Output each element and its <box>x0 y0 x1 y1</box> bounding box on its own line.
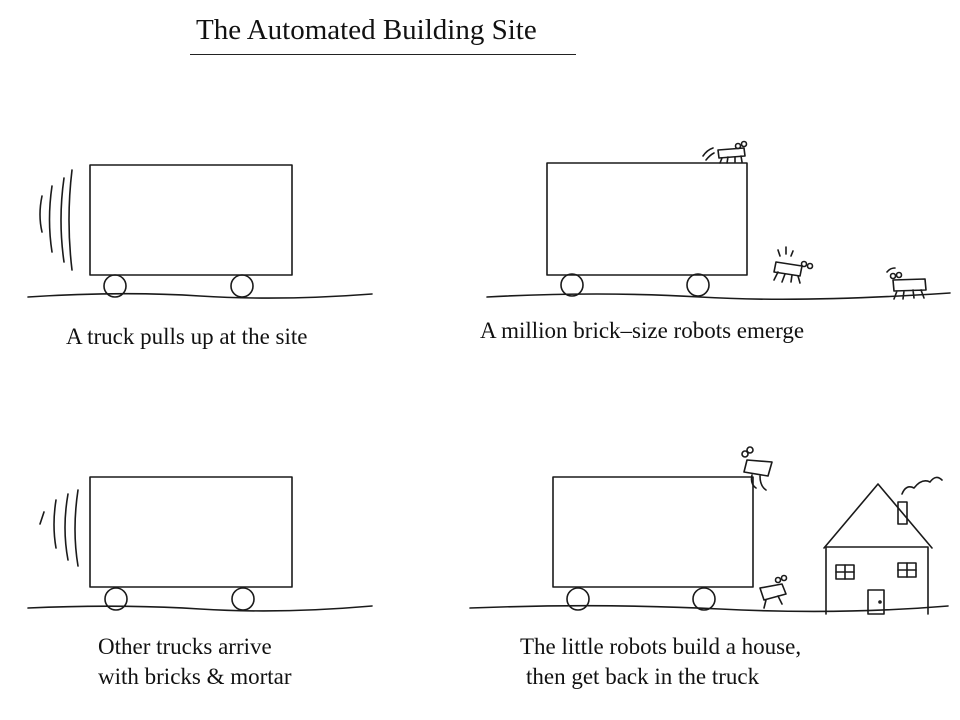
ground-line <box>27 605 373 612</box>
house-walls <box>825 546 929 615</box>
chimney-smoke <box>901 476 943 495</box>
panel-4-caption: The little robots build a house, then ge… <box>520 632 801 692</box>
truck-body <box>546 162 748 276</box>
truck-wheel <box>104 587 128 611</box>
truck-wheel <box>692 587 716 611</box>
robot-walking <box>886 267 927 300</box>
caption-line: A million brick–size robots emerge <box>480 318 805 343</box>
panel-4-drawing <box>469 446 949 615</box>
truck-wheel <box>566 587 590 611</box>
panel-3-drawing <box>27 476 373 612</box>
panel-3-caption: Other trucks arrive with bricks & mortar <box>98 632 292 692</box>
robot-on-roof <box>702 140 748 164</box>
truck-body <box>89 164 293 276</box>
page-title: The Automated Building Site <box>196 14 537 46</box>
title-underline <box>190 54 576 55</box>
truck-wheel <box>103 274 127 298</box>
caption-line: A truck pulls up at the site <box>66 324 308 349</box>
ground-line <box>469 604 949 613</box>
house-window <box>897 562 917 578</box>
house-chimney <box>897 501 908 525</box>
ground-line <box>486 292 951 301</box>
caption-line: Other trucks arrive <box>98 634 272 659</box>
robot-climbing <box>741 446 773 491</box>
motion-lines <box>39 169 73 271</box>
truck-wheel <box>231 587 255 611</box>
robot-climbing <box>759 574 788 609</box>
caption-line: The little robots build a house, <box>520 634 802 659</box>
truck-body <box>89 476 293 588</box>
house-window <box>835 564 855 580</box>
panel-1-drawing <box>27 164 373 299</box>
panel-1-caption: A truck pulls up at the site <box>66 322 307 352</box>
robot-walking <box>773 246 814 284</box>
truck-wheel <box>686 273 710 297</box>
caption-line: with bricks & mortar <box>98 664 292 689</box>
house-roof <box>823 483 933 549</box>
truck-wheel <box>560 273 584 297</box>
panel-2-drawing <box>486 140 951 301</box>
house-door <box>867 589 885 615</box>
caption-line: then get back in the truck <box>526 664 760 689</box>
truck-body <box>552 476 754 588</box>
motion-lines <box>39 489 79 567</box>
panel-2-caption: A million brick–size robots emerge <box>480 316 804 346</box>
house <box>823 476 943 615</box>
ground-line <box>27 292 373 299</box>
truck-wheel <box>230 274 254 298</box>
